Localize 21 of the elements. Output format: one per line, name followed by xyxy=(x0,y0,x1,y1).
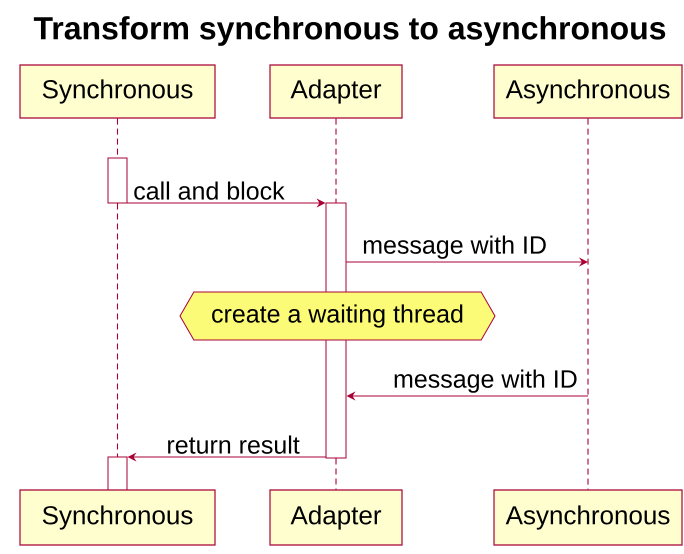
activation-bar xyxy=(326,202,346,292)
title: Transform synchronous to asynchronous xyxy=(34,16,666,46)
activation-bar xyxy=(326,340,346,458)
participant-box: Asynchronous xyxy=(493,489,683,546)
lifeline xyxy=(335,458,337,490)
lifeline xyxy=(335,118,337,202)
edge-label: return result xyxy=(168,435,300,454)
edge-label: message with ID xyxy=(364,236,546,259)
activation-bar xyxy=(108,158,128,204)
activation-bar xyxy=(108,456,128,490)
lifeline xyxy=(116,118,118,158)
participant-box: Synchronous xyxy=(19,489,216,546)
participant-box: Asynchronous xyxy=(493,64,683,119)
participant-box: Adapter xyxy=(269,489,403,546)
edge-label: message with ID xyxy=(394,370,577,393)
participant-box: Adapter xyxy=(269,64,403,119)
note-hexagon: create a waiting thread xyxy=(179,292,496,340)
lifeline xyxy=(587,118,589,490)
edge-label: call and block xyxy=(134,181,285,200)
lifeline xyxy=(116,204,118,456)
participant-box: Synchronous xyxy=(19,64,216,119)
